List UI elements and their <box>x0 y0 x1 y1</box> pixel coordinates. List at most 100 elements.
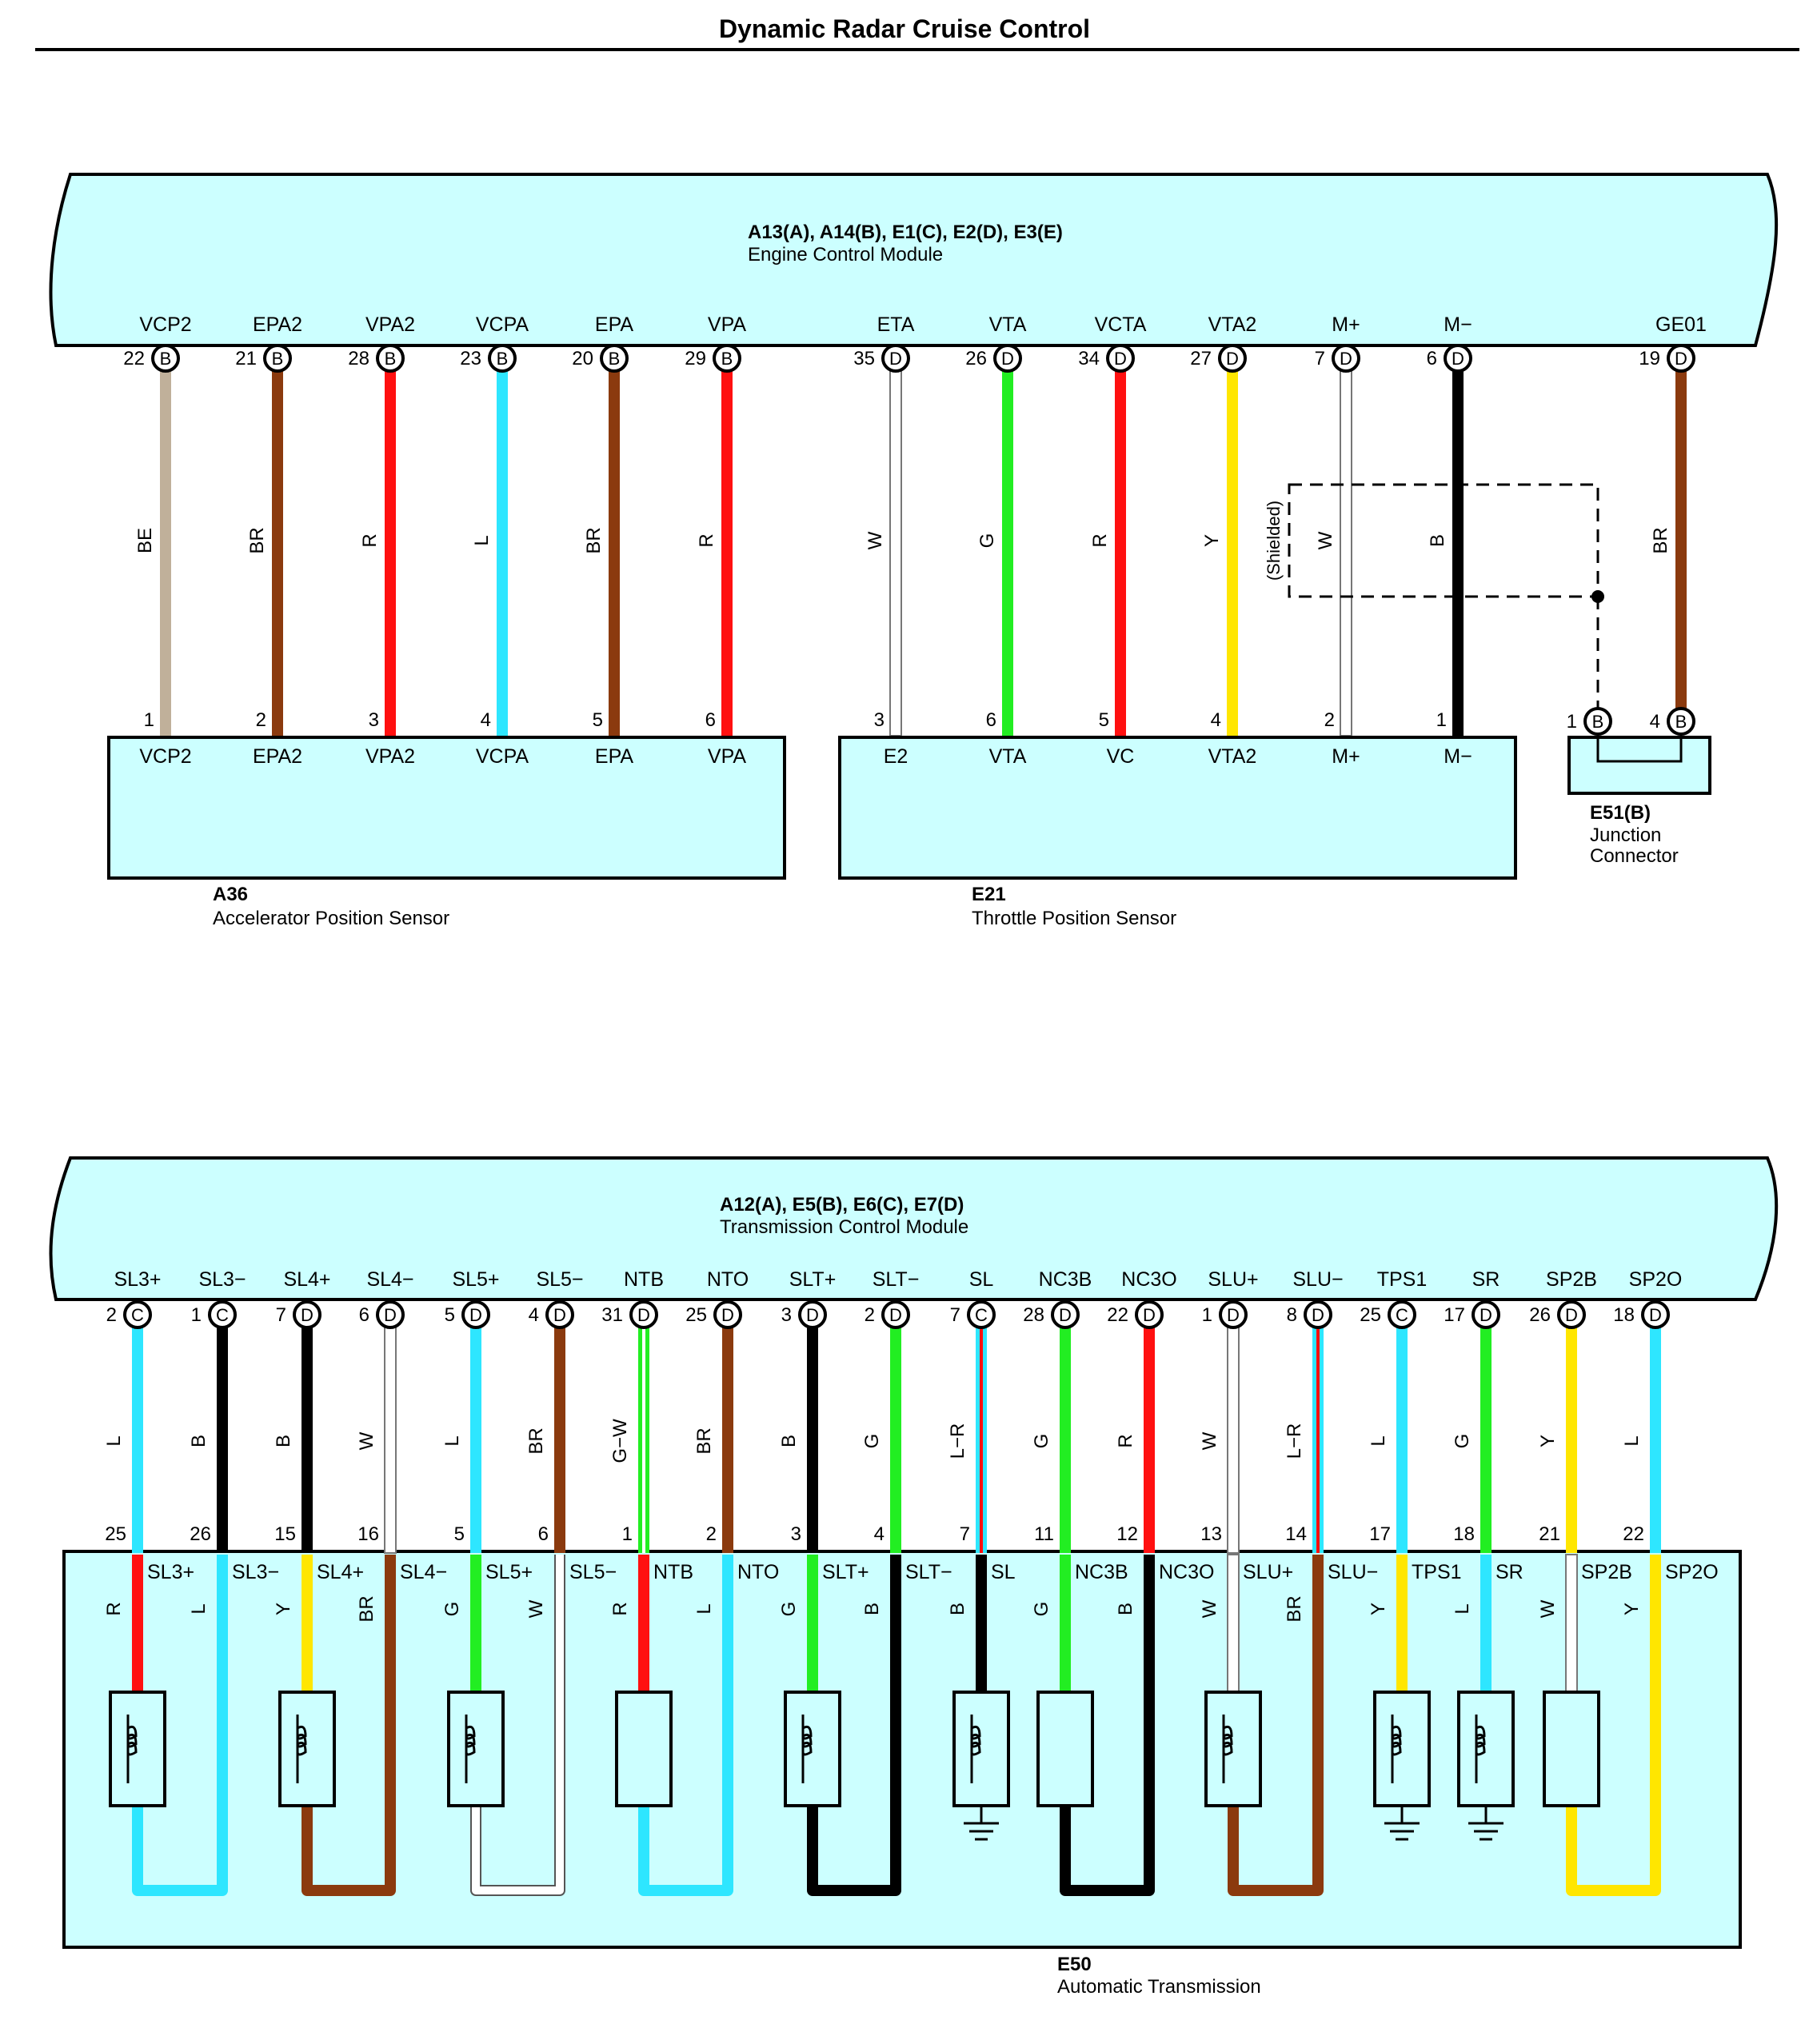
tcm-connector-letter: D <box>1051 1300 1080 1329</box>
tcm-connector-letter: D <box>1557 1300 1586 1329</box>
a36-pin-number: 5 <box>593 709 603 731</box>
e50-inner-wire <box>1396 1555 1408 1692</box>
tcm-terminal-label: SL <box>969 1268 994 1291</box>
a36-code: A36 <box>213 884 248 905</box>
a36-pin-label: VCP2 <box>139 745 191 768</box>
tcm-pin-number: 5 <box>445 1304 455 1326</box>
e50-solenoid <box>1036 1691 1094 1807</box>
e50-pin-number: 26 <box>190 1523 211 1545</box>
svg-text:B: B <box>1675 712 1687 732</box>
tcm-connector-letter: D <box>461 1300 490 1329</box>
e50-wire-color-label: G <box>1031 1602 1052 1617</box>
ecm-wire <box>1115 369 1126 736</box>
ecm-wire <box>160 369 171 736</box>
tcm-wire-color-label: G−W <box>609 1419 631 1463</box>
ecm-connector-letter: B <box>488 344 517 373</box>
ground-icon <box>1468 1806 1504 1841</box>
ecm-wire-color-label: G <box>976 533 998 549</box>
e21-pin-label: VC <box>1107 745 1135 768</box>
tcm-connector-letter: D <box>1304 1300 1332 1329</box>
tcm-wire <box>1566 1326 1577 1553</box>
a36-pin-number: 2 <box>256 709 266 731</box>
a36-pin-label: VPA <box>708 745 746 768</box>
ecm-pin-number: 21 <box>235 348 257 369</box>
ecm-terminal-label: ETA <box>877 313 915 336</box>
tcm-wire-color-label: L <box>1368 1435 1389 1446</box>
e51-code: E51(B) <box>1590 802 1651 824</box>
ecm-codes: A13(A), A14(B), E1(C), E2(D), E3(E) <box>748 222 1063 243</box>
e50-inner-wire <box>638 1555 649 1692</box>
ecm-wire-color-label: L <box>471 535 493 545</box>
tcm-wire <box>976 1326 987 1553</box>
tcm-wire-color-label: BR <box>693 1427 715 1454</box>
tcm-terminal-label: SLU− <box>1292 1268 1343 1291</box>
tcm-wire <box>722 1326 733 1553</box>
tcm-wire-color-label: G <box>1031 1434 1052 1449</box>
e21-code: E21 <box>972 884 1006 905</box>
ecm-wire <box>272 369 283 736</box>
tcm-pin-number: 3 <box>781 1304 792 1326</box>
e50-pin-label: TPS1 <box>1412 1561 1462 1583</box>
ecm-connector-letter: D <box>993 344 1022 373</box>
tcm-wire <box>1312 1326 1324 1553</box>
tcm-wire <box>554 1326 565 1553</box>
tcm-pin-number: 8 <box>1287 1304 1297 1326</box>
e50-pin-label: SL3− <box>232 1561 279 1583</box>
e50-wire-color-label: Y <box>273 1603 294 1615</box>
ecm-pin-number: 22 <box>123 348 145 369</box>
ecm-pin-number: 29 <box>685 348 706 369</box>
e50-return-loop <box>302 1555 396 1896</box>
tcm-wire <box>1650 1326 1661 1553</box>
ecm-connector-letter: D <box>1332 344 1360 373</box>
tcm-terminal-label: SLU+ <box>1208 1268 1258 1291</box>
ecm-connector-letter: D <box>1444 344 1472 373</box>
svg-text:B: B <box>609 349 621 369</box>
e50-wire-color-label: R <box>103 1602 125 1615</box>
e21-pin-number: 4 <box>1211 709 1221 731</box>
e50-pin-label: NC3B <box>1075 1561 1128 1583</box>
ecm-wire <box>1452 369 1464 736</box>
tcm-terminal-label: SL5− <box>536 1268 583 1291</box>
tcm-wire-color-label: L <box>103 1435 125 1446</box>
tcm-wire <box>302 1326 313 1553</box>
e50-wire-color-label: L <box>188 1603 210 1614</box>
tcm-connector-letter: D <box>1641 1300 1670 1329</box>
tcm-terminal-label: NTO <box>707 1268 749 1291</box>
tcm-pin-number: 26 <box>1529 1304 1551 1326</box>
ecm-terminal-label: VTA <box>989 313 1027 336</box>
tcm-terminal-label: NTB <box>624 1268 664 1291</box>
e21-pin-label: M− <box>1444 745 1472 768</box>
ecm-pin-number: 35 <box>853 348 875 369</box>
svg-text:D: D <box>806 1305 819 1325</box>
e51-internal-bus <box>1596 734 1683 763</box>
shield-label: (Shielded) <box>1264 501 1284 581</box>
e50-pin-label: SLT− <box>905 1561 952 1583</box>
ecm-terminal-label: VCP2 <box>139 313 191 336</box>
tcm-wire-color-label: B <box>778 1435 800 1447</box>
e50-pin-number: 2 <box>706 1523 717 1545</box>
tcm-pin-number: 7 <box>276 1304 286 1326</box>
tcm-terminal-label: SP2O <box>1629 1268 1683 1291</box>
svg-text:D: D <box>1649 1305 1662 1325</box>
e50-pin-number: 1 <box>622 1523 633 1545</box>
tcm-connector-letter: D <box>376 1300 405 1329</box>
tcm-wire-color-label: B <box>273 1435 294 1447</box>
ecm-wire-color-label: R <box>696 533 717 547</box>
tcm-terminal-label: NC3B <box>1039 1268 1092 1291</box>
shield-junction-dot <box>1591 590 1604 603</box>
ecm-terminal-label: EPA2 <box>253 313 302 336</box>
e50-wire-color-label: BR <box>356 1595 377 1622</box>
ecm-wire-color-label: W <box>865 531 886 549</box>
tcm-connector-letter: D <box>798 1300 827 1329</box>
ecm-terminal-label: EPA <box>595 313 633 336</box>
e50-solenoid <box>1204 1691 1262 1807</box>
e51-connector-letter: B <box>1667 707 1695 736</box>
tcm-wire <box>890 1326 901 1553</box>
e50-pin-number: 11 <box>1034 1523 1054 1545</box>
e50-name: Automatic Transmission <box>1057 1976 1261 1998</box>
e50-pin-number: 18 <box>1453 1523 1475 1545</box>
a36-pin-number: 3 <box>369 709 379 731</box>
tcm-pin-number: 6 <box>359 1304 369 1326</box>
svg-text:D: D <box>1001 349 1014 369</box>
